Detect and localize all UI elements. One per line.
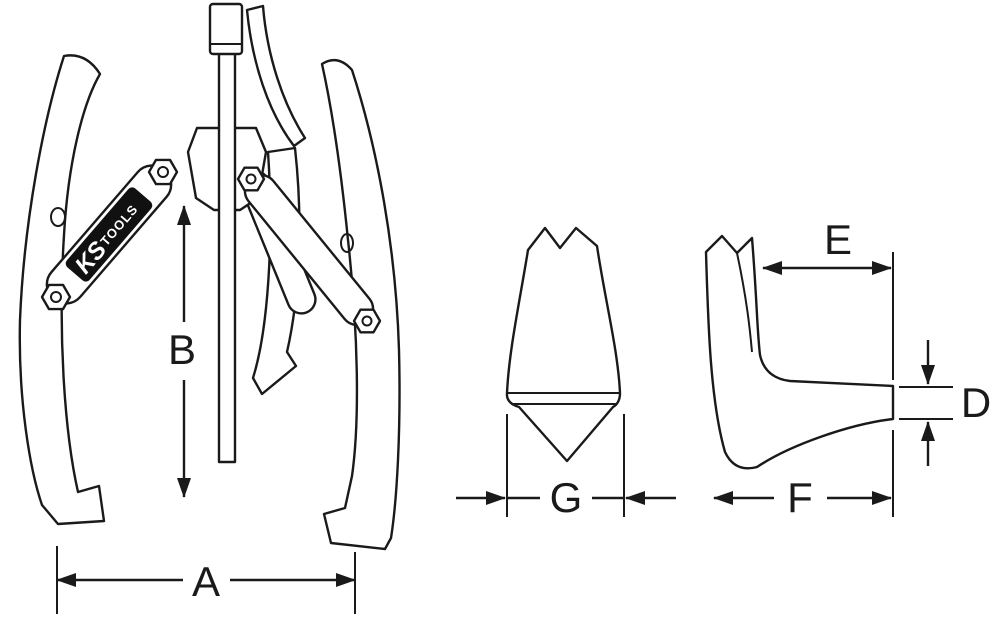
- hook-edge-bevel-line: [736, 252, 753, 353]
- left-leg-hole: [50, 207, 66, 227]
- hex-bolt-hub-right: [236, 166, 266, 192]
- hex-bolt-arm-right: [352, 308, 382, 334]
- dimension-label-e: E: [824, 216, 852, 263]
- dimension-f: F: [713, 430, 894, 521]
- rear-leg-upper-blade: [245, 4, 307, 148]
- dimension-label-d: D: [961, 379, 991, 426]
- dimension-a: A: [56, 546, 356, 614]
- hex-bolt-arm-left: [40, 283, 72, 311]
- brand-logo: KS TOOLS: [65, 187, 153, 282]
- hex-bolt-arm-left-shank: [50, 291, 62, 303]
- dimension-e: E: [762, 216, 894, 380]
- brand-logo-plate: [65, 187, 153, 282]
- hex-bolt-hub-left-shank: [157, 166, 169, 178]
- puller-figure: KS TOOLS B: [18, 2, 401, 614]
- right-leg-hole: [340, 233, 354, 253]
- hex-bolt-arm-right-shank: [361, 315, 373, 327]
- dimension-label-a: A: [192, 558, 220, 605]
- hook-profile-outline: [704, 234, 895, 470]
- dimension-label-f: F: [787, 474, 813, 521]
- dimension-g: G: [456, 414, 676, 521]
- hook-profile-figure: E D F: [704, 216, 991, 521]
- jaw-tip-figure: G: [456, 226, 676, 521]
- hex-bolt-hub-right-shank: [245, 173, 257, 185]
- dimension-b: B: [168, 205, 196, 498]
- left-leg: [18, 54, 106, 526]
- spindle-shaft: [217, 50, 237, 464]
- hex-bolt-hub-left: [147, 158, 179, 186]
- dimension-label-g: G: [550, 474, 583, 521]
- dimension-label-b: B: [168, 326, 196, 373]
- spindle-head: [208, 2, 244, 56]
- dimension-d: D: [899, 340, 991, 466]
- jaw-tip-outline: [505, 226, 622, 463]
- hex-bolts: [40, 158, 382, 334]
